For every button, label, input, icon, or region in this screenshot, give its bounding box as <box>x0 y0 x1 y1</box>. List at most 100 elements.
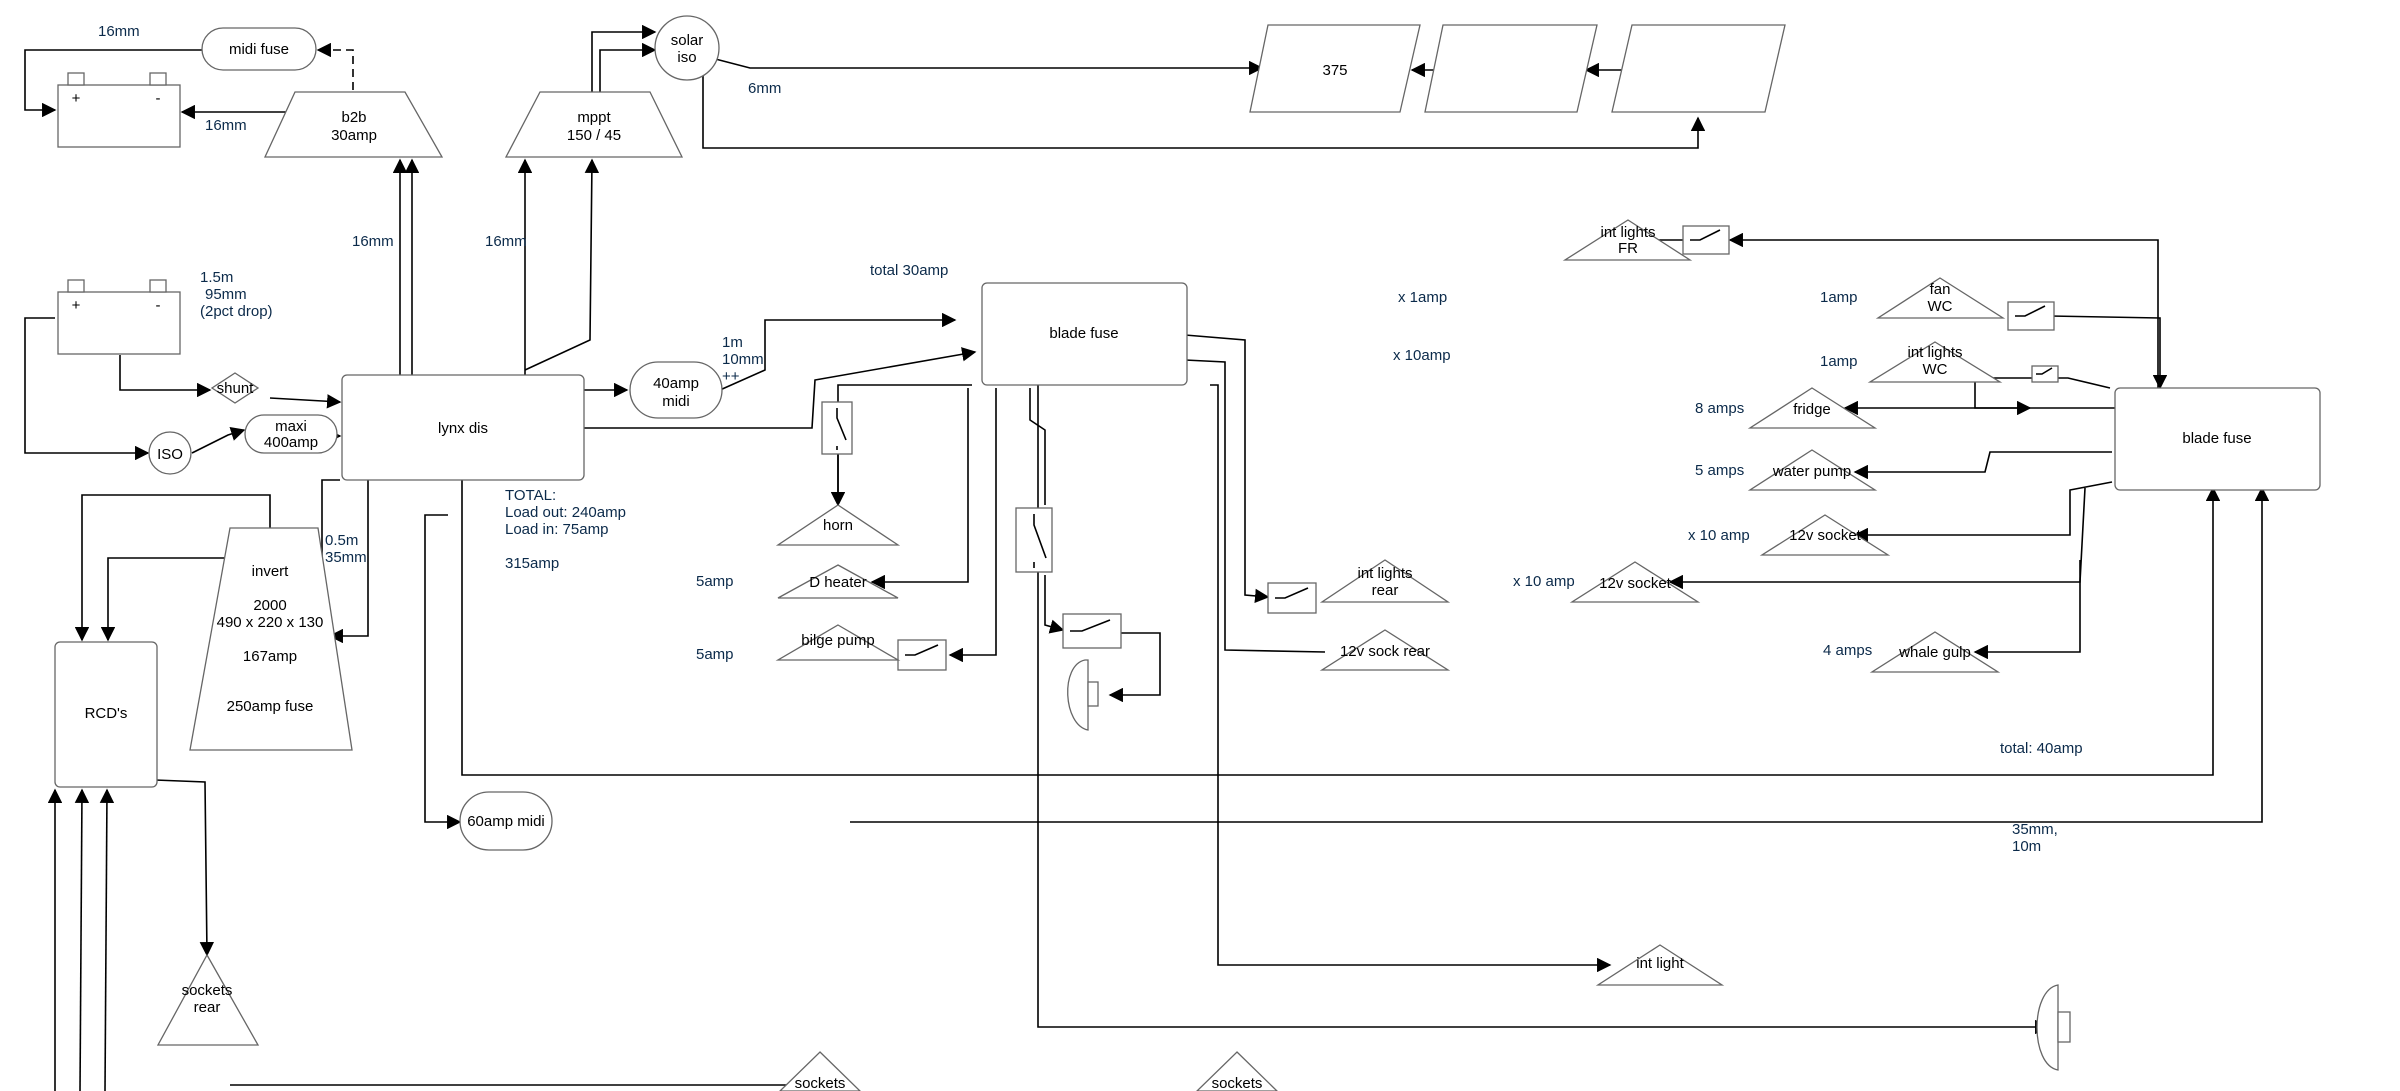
inverter-power: 2000 <box>253 597 286 614</box>
int-lights-wc-label-2: WC <box>1923 361 1948 378</box>
battery-aux: + - <box>57 72 181 148</box>
load-fridge[interactable]: fridge <box>1747 387 1878 429</box>
solar-panel-3[interactable] <box>1611 24 1786 113</box>
load-12v-socket-a[interactable]: 12v socket <box>1759 514 1891 556</box>
battery-main: + - <box>57 279 181 355</box>
blade-fuse-2-label: blade fuse <box>2182 430 2251 447</box>
note-x10-amp: x 10 amp <box>1688 527 1750 544</box>
switch-icon[interactable] <box>821 401 853 455</box>
switch-icon[interactable] <box>897 639 947 671</box>
blade-fuse-2[interactable]: blade fuse <box>2114 387 2321 491</box>
load-bilge-pump[interactable]: bilge pump <box>775 624 901 661</box>
midi-40-label: 40amp <box>653 375 699 392</box>
mppt-rating: 150 / 45 <box>567 127 621 144</box>
switch-icon[interactable] <box>1062 613 1122 649</box>
load-int-lights-wc[interactable]: int lights WC <box>1867 341 2003 383</box>
fan-wc-label-2: WC <box>1928 298 1953 315</box>
note-x-1amp: x 1amp <box>1398 289 1447 306</box>
iso-switch[interactable]: ISO <box>148 431 192 475</box>
midi-fuse-top[interactable]: midi fuse <box>201 27 317 71</box>
solar-panel-1[interactable]: 375 <box>1249 24 1421 113</box>
maxi-fuse[interactable]: maxi 400amp <box>244 414 338 454</box>
iso-label: ISO <box>157 446 183 463</box>
mppt-controller[interactable]: mppt 150 / 45 <box>504 91 684 158</box>
horn-label: horn <box>823 517 853 534</box>
switch-icon[interactable] <box>1267 582 1317 614</box>
mppt-label: mppt <box>577 109 611 126</box>
inverter-label: invert <box>252 563 290 580</box>
load-fan-wc[interactable]: fan WC <box>1875 277 2006 319</box>
switch-icon[interactable] <box>2007 301 2055 331</box>
load-whale-gulp[interactable]: whale gulp <box>1869 631 2001 673</box>
load-int-light[interactable]: int light <box>1595 944 1725 986</box>
load-sockets-bottom-1[interactable]: sockets <box>779 1051 861 1091</box>
note-midi-cable: ++ <box>722 368 740 385</box>
load-12v-socket-b[interactable]: 12v socket <box>1569 561 1701 603</box>
note-1amp: 1amp <box>1820 289 1858 306</box>
rcd-box[interactable]: RCD's <box>54 641 158 788</box>
note-cable-35mm: 10m <box>2012 838 2041 855</box>
solar-isolator[interactable]: solar iso <box>654 15 720 81</box>
note-5-amps: 5 amps <box>1695 462 1744 479</box>
note-battery-cable: 1.5m <box>200 269 233 286</box>
sock-rear-label: 12v sock rear <box>1340 643 1430 660</box>
bilge-pump-label: bilge pump <box>801 632 874 649</box>
inverter-current: 167amp <box>243 648 297 665</box>
sockets-rear-label: sockets <box>182 982 233 999</box>
note-16mm: 16mm <box>98 23 140 40</box>
load-sockets-rear[interactable]: sockets rear <box>156 953 260 1046</box>
note-midi-cable: 1m <box>722 334 743 351</box>
note-x-10amp: x 10amp <box>1393 347 1451 364</box>
midi-40-label-2: midi <box>662 393 690 410</box>
load-12v-sock-rear[interactable]: 12v sock rear <box>1319 629 1451 671</box>
load-water-pump[interactable]: water pump <box>1747 449 1878 491</box>
load-sockets-bottom-2[interactable]: sockets <box>1196 1051 1278 1091</box>
load-d-heater[interactable]: D heater <box>777 564 899 599</box>
int-lights-rear-label: int lights <box>1357 565 1412 582</box>
b2b-charger[interactable]: b2b 30amp <box>263 91 444 158</box>
switch-icon[interactable] <box>1682 225 1730 255</box>
shunt-label: shunt <box>217 380 255 397</box>
d-heater-label: D heater <box>809 574 867 591</box>
note-inv-cable: 35mm <box>325 549 367 566</box>
switch-icon[interactable] <box>1015 507 1053 573</box>
int-lights-wc-label: int lights <box>1907 344 1962 361</box>
battery-main-plus: + <box>72 297 81 314</box>
note-battery-cable: (2pct drop) <box>200 303 273 320</box>
load-int-lights-rear[interactable]: int lights rear <box>1319 559 1451 603</box>
sockets-bottom-1-label: sockets <box>795 1075 846 1091</box>
midi-60-label: 60amp midi <box>467 813 545 830</box>
inverter-fuse: 250amp fuse <box>227 698 314 715</box>
inverter[interactable]: invert 2000 490 x 220 x 130 167amp 250am… <box>189 527 353 751</box>
solar-panel-2[interactable] <box>1424 24 1598 113</box>
blade-fuse-1[interactable]: blade fuse <box>981 282 1188 386</box>
lynx-label: lynx dis <box>438 420 488 437</box>
lamp-icon <box>1067 659 1099 731</box>
solar-panel-1-label: 375 <box>1322 62 1347 79</box>
socket-12v-b-label: 12v socket <box>1599 575 1672 592</box>
fridge-label: fridge <box>1793 401 1831 418</box>
shunt[interactable]: shunt <box>210 372 260 404</box>
note-x10-amp: x 10 amp <box>1513 573 1575 590</box>
note-total-40: total: 40amp <box>2000 740 2083 757</box>
blade-fuse-1-label: blade fuse <box>1049 325 1118 342</box>
note-1amp: 1amp <box>1820 353 1858 370</box>
spotlight-icon <box>2036 984 2071 1071</box>
inverter-size: 490 x 220 x 130 <box>217 614 324 631</box>
load-int-lights-fr[interactable]: int lights FR <box>1562 219 1693 261</box>
sockets-rear-label-2: rear <box>194 999 221 1016</box>
switch-icon[interactable] <box>2031 365 2059 383</box>
midi-fuse-60[interactable]: 60amp midi <box>459 791 553 851</box>
note-16mm: 16mm <box>205 117 247 134</box>
note-totals: TOTAL: <box>505 487 556 504</box>
midi-fuse-40[interactable]: 40amp midi <box>629 361 723 419</box>
lynx-distributor[interactable]: lynx dis <box>341 374 585 481</box>
note-battery-cable: 95mm <box>205 286 247 303</box>
note-5amp: 5amp <box>696 646 734 663</box>
int-lights-rear-label-2: rear <box>1372 582 1399 599</box>
load-horn[interactable]: horn <box>775 504 901 546</box>
b2b-label: b2b <box>341 109 366 126</box>
int-light-label: int light <box>1636 955 1684 972</box>
int-lights-fr-label: int lights <box>1600 224 1655 241</box>
water-pump-label: water pump <box>1772 463 1851 480</box>
